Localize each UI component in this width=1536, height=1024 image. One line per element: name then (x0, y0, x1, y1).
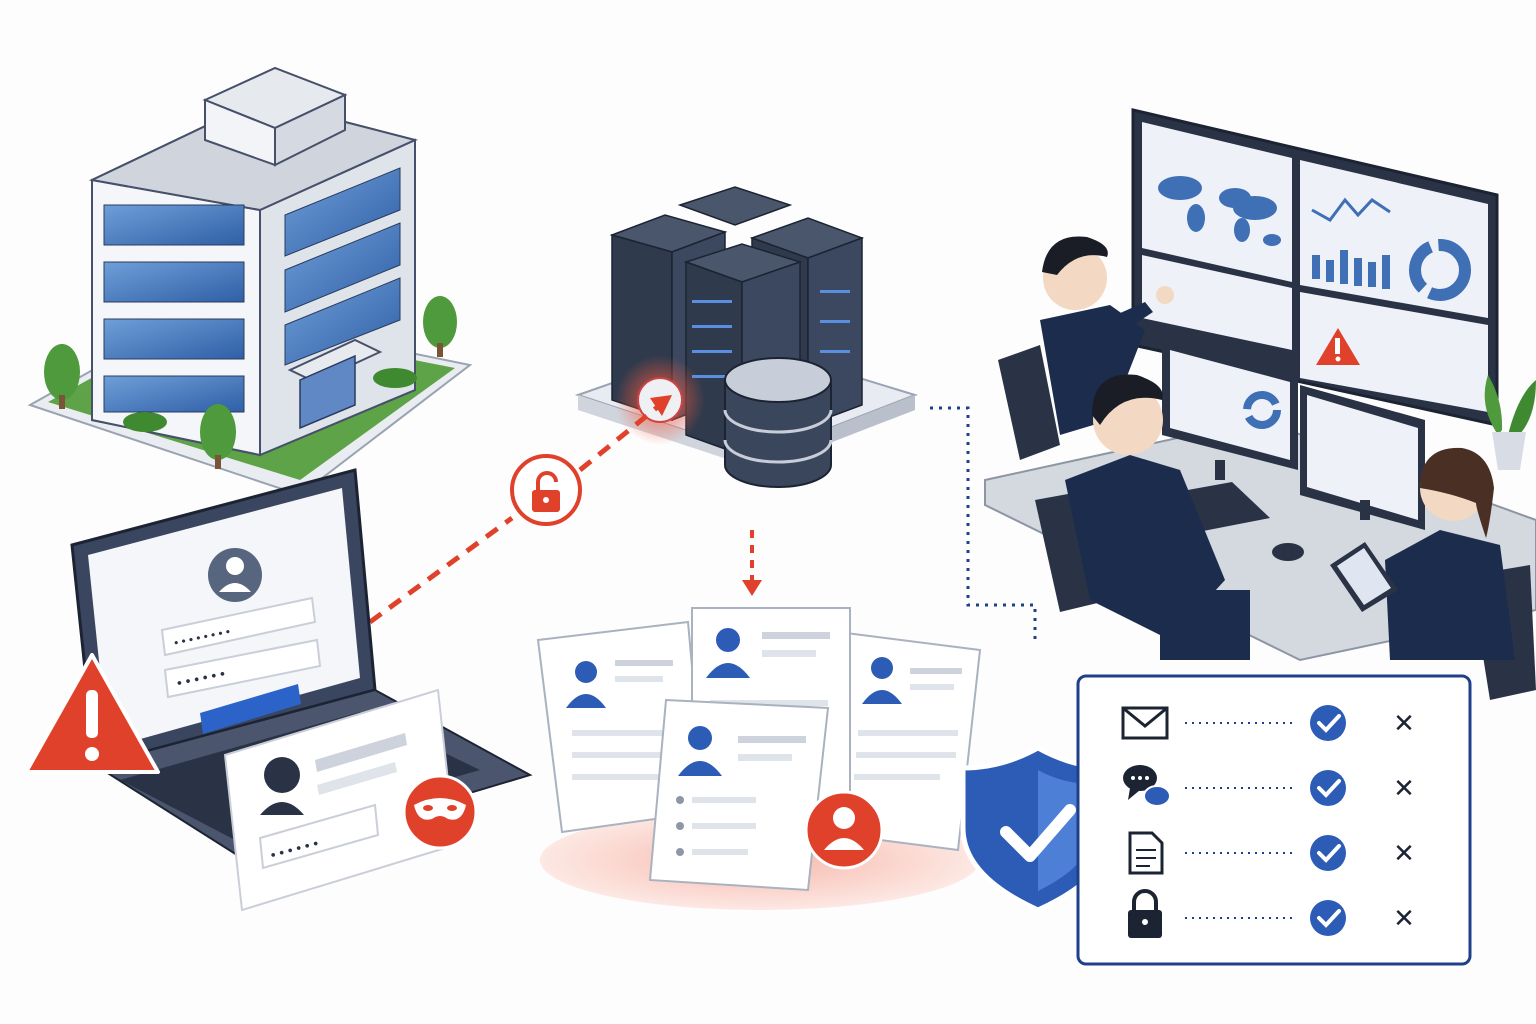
check-icon (1310, 770, 1346, 806)
checklist-row: ✕ (1121, 705, 1415, 741)
bar-chart-icon (1312, 250, 1390, 289)
tree-icon (44, 296, 457, 469)
login-avatar-icon (208, 548, 262, 602)
login-button (200, 684, 301, 734)
office-building-icon (27, 66, 473, 497)
mouse-icon (1272, 543, 1304, 561)
leaked-profiles (536, 607, 982, 910)
checklist-row: ✕ (1128, 889, 1415, 938)
close-icon: ✕ (1393, 903, 1415, 933)
profile-card (648, 698, 830, 892)
donut-chart-icon (1409, 239, 1471, 301)
envelope-icon (1121, 706, 1169, 740)
operator-pointing (1040, 236, 1174, 435)
close-icon: ✕ (1393, 838, 1415, 868)
check-icon (1310, 705, 1346, 741)
security-checklist-panel: ✕ ✕ (1076, 674, 1472, 966)
checklist-row: ✕ (1128, 831, 1415, 875)
warning-triangle-icon (24, 653, 160, 774)
user-alert-icon (804, 790, 884, 870)
checklist-row: ✕ (1123, 765, 1415, 807)
warning-triangle-icon (1316, 328, 1360, 365)
padlock-icon (1128, 889, 1162, 938)
close-icon: ✕ (1393, 708, 1415, 738)
check-icon (1310, 835, 1346, 871)
masked-impostor-icon (402, 774, 478, 850)
unlocked-padlock-icon (510, 454, 582, 526)
potted-plant-icon (1484, 375, 1536, 470)
document-icon (1128, 831, 1164, 875)
world-map-icon (1158, 176, 1281, 246)
attack-path (368, 395, 762, 625)
security-operations-center (930, 108, 1536, 700)
check-icon (1310, 900, 1346, 936)
line-chart-icon (1311, 197, 1391, 222)
database-icon (723, 357, 833, 488)
chat-bubbles-icon (1123, 765, 1171, 807)
close-icon: ✕ (1393, 773, 1415, 803)
operator-tablet (1330, 447, 1515, 660)
operator-typing (1065, 374, 1250, 660)
stolen-credential-card: • • • • • • (223, 688, 457, 912)
